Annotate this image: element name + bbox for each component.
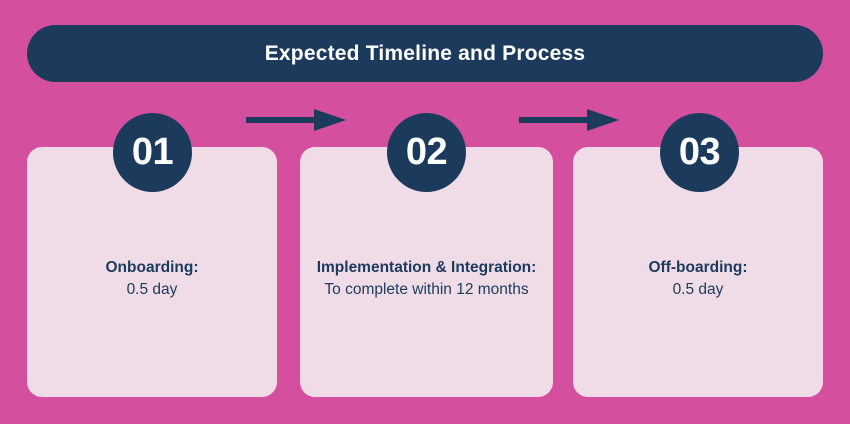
page-title: Expected Timeline and Process xyxy=(264,42,586,65)
title-banner: Expected Timeline and Process xyxy=(27,25,823,82)
step-card-1-detail: 0.5 day xyxy=(126,281,178,298)
step-badge-2: 02 xyxy=(387,113,466,192)
arrow-right-icon-2 xyxy=(519,109,619,131)
step-card-2-body: Implementation & Integration: To complet… xyxy=(314,257,539,302)
step-card-1-heading: Onboarding: xyxy=(105,258,199,276)
step-badge-3-number: 03 xyxy=(678,130,721,173)
step-badge-3: 03 xyxy=(660,113,739,192)
step-card-2-detail: To complete within 12 months xyxy=(324,281,529,298)
step-card-2-heading: Implementation & Integration: xyxy=(316,258,537,276)
step-card-1-body: Onboarding: 0.5 day xyxy=(41,257,263,302)
step-badge-1-number: 01 xyxy=(131,130,174,173)
step-card-3-heading: Off-boarding: xyxy=(648,258,748,276)
step-badge-2-number: 02 xyxy=(405,130,448,173)
step-card-3-detail: 0.5 day xyxy=(672,281,724,298)
step-card-2: Implementation & Integration: To complet… xyxy=(300,147,553,397)
arrow-right-icon-1 xyxy=(246,109,346,131)
step-card-3-body: Off-boarding: 0.5 day xyxy=(587,257,809,302)
step-badge-1: 01 xyxy=(113,113,192,192)
